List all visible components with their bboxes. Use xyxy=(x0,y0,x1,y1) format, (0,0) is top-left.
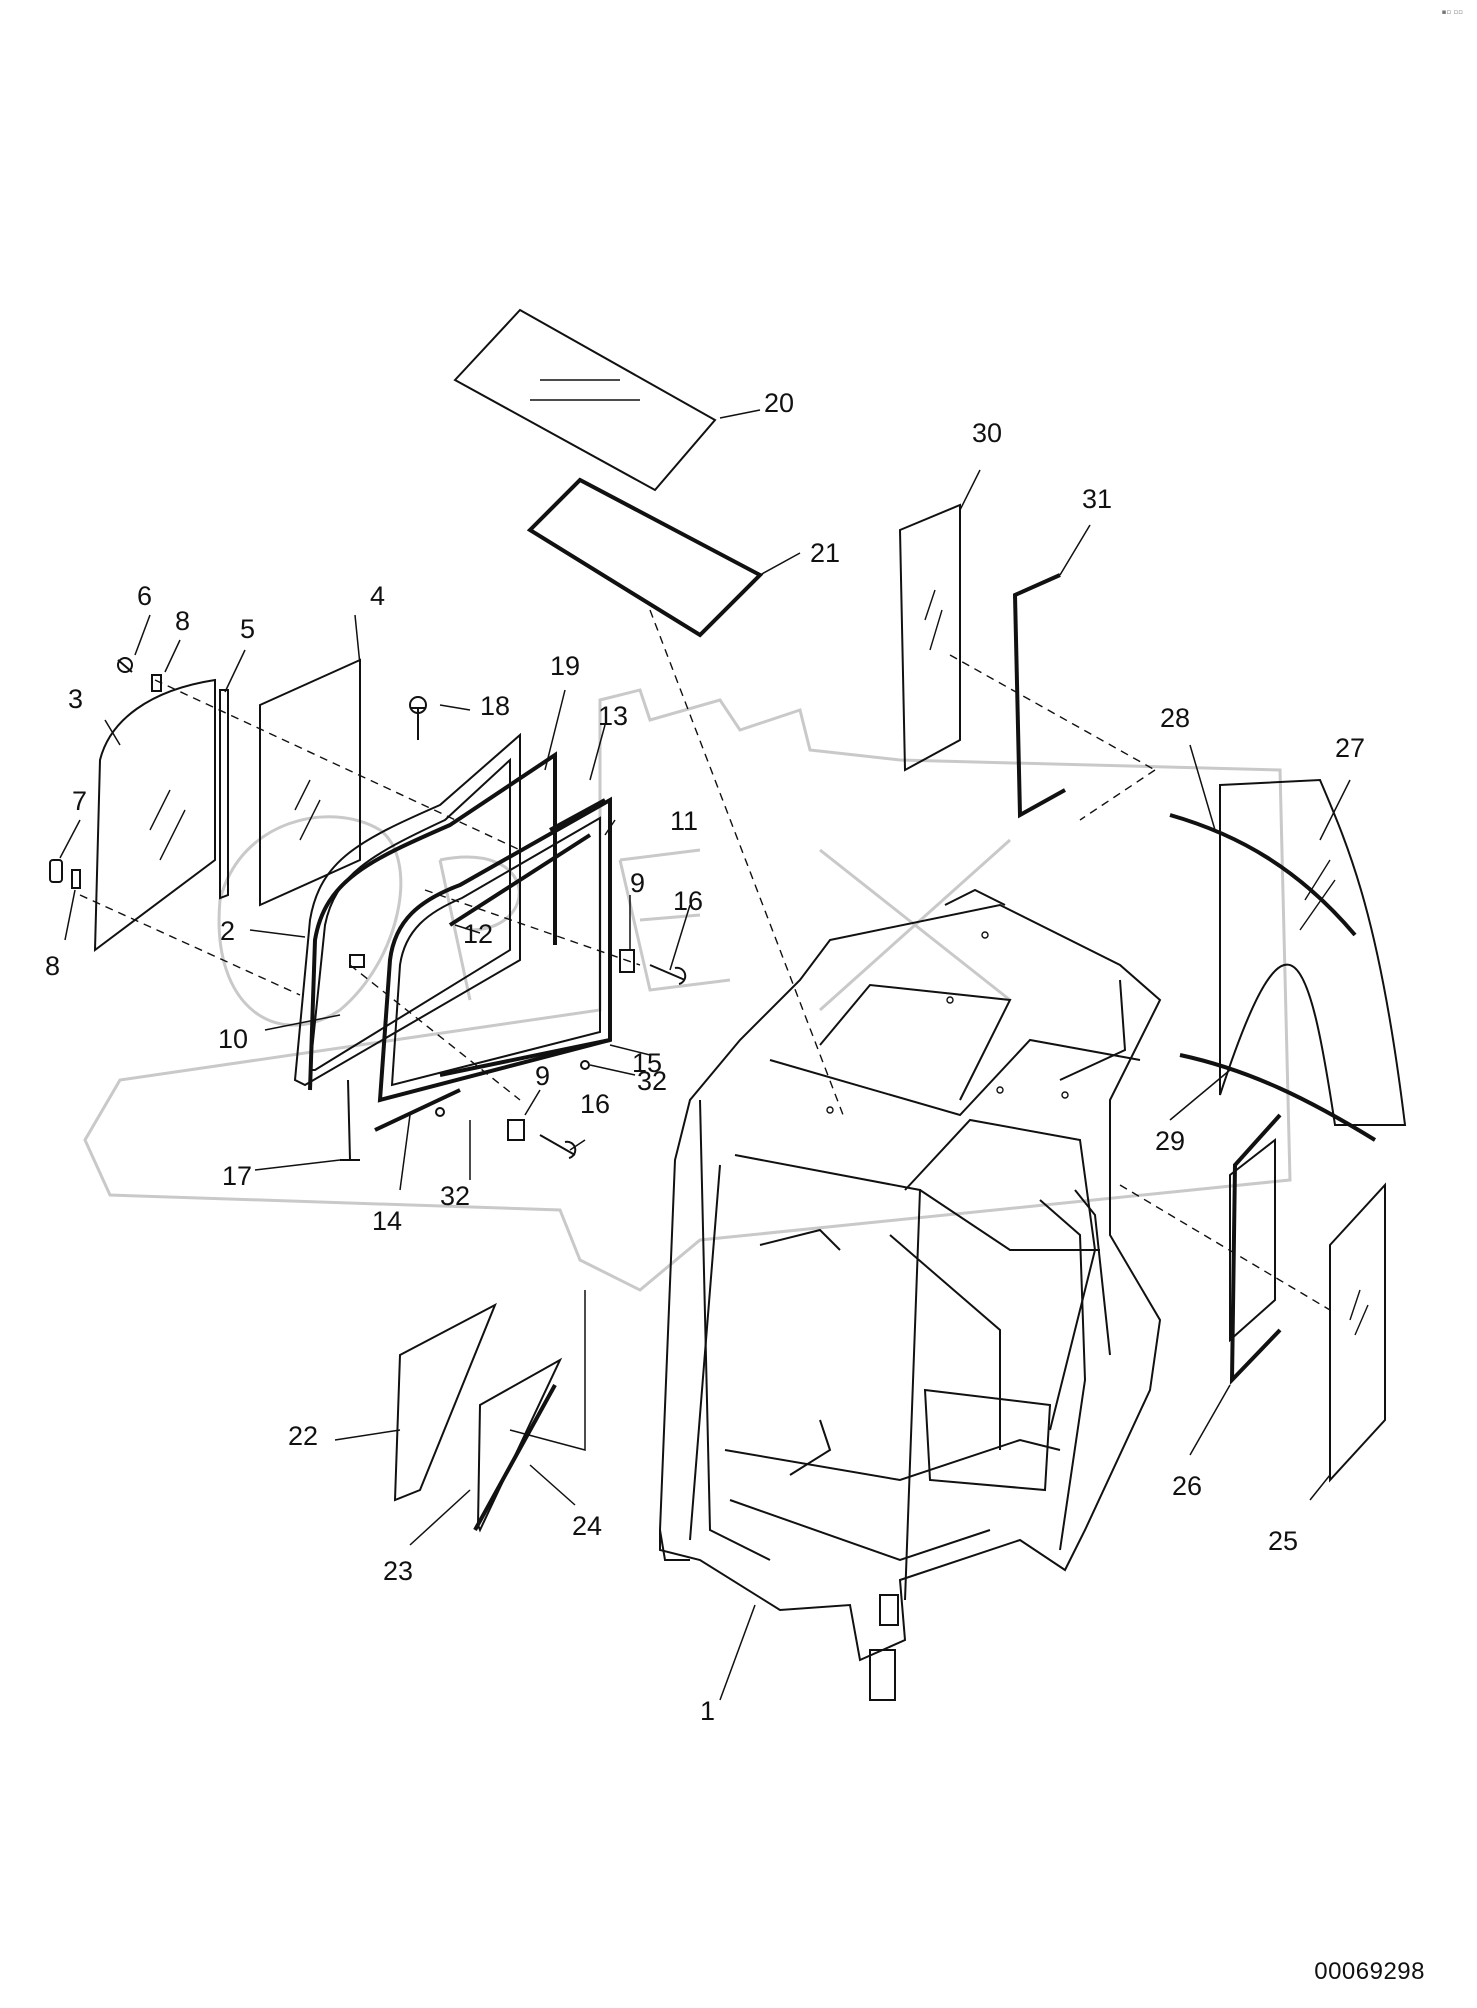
diagram-reference-code: 00069298 xyxy=(1314,1958,1425,1985)
part-2-door-frame xyxy=(293,732,521,1087)
part-28-seal xyxy=(1169,813,1357,937)
callout-8-upper: 8 xyxy=(175,606,190,636)
callout-31: 31 xyxy=(1082,484,1112,514)
callout-9-lower: 9 xyxy=(535,1061,550,1091)
callout-26: 26 xyxy=(1172,1471,1202,1501)
part-5-strip xyxy=(219,689,229,900)
part-24-seal xyxy=(473,1384,557,1531)
part-30-glass xyxy=(898,503,961,772)
callout-16-lower: 16 xyxy=(580,1089,610,1119)
part-19-seal xyxy=(308,751,557,1091)
part-12-strip xyxy=(448,833,592,927)
part-20-roof-sheet xyxy=(453,308,717,492)
corner-mark: ▪▫ ▫▫ xyxy=(1441,8,1463,16)
callout-24: 24 xyxy=(572,1511,602,1541)
callout-7: 7 xyxy=(72,786,87,816)
callout-11: 11 xyxy=(670,806,698,836)
callout-5: 5 xyxy=(240,614,255,644)
callout-13: 13 xyxy=(598,701,628,731)
callout-1: 1 xyxy=(700,1696,715,1726)
part-17-bolt xyxy=(340,1079,360,1161)
callout-19: 19 xyxy=(550,651,580,681)
part-32-washer-upper xyxy=(580,1060,590,1070)
callout-8-lower: 8 xyxy=(45,951,60,981)
part-15-strip xyxy=(439,1038,611,1077)
callout-16-upper: 16 xyxy=(673,886,703,916)
part-9-block-lower xyxy=(507,1119,525,1141)
part-16-bolt-upper xyxy=(649,964,687,985)
callout-17: 17 xyxy=(222,1161,252,1191)
part-4-glass xyxy=(259,658,361,907)
leader-lines xyxy=(59,409,1351,1701)
part-27-glass xyxy=(1219,778,1407,1126)
part-9-block-upper xyxy=(619,949,635,973)
callout-labels: 1 2 3 4 5 6 7 8 8 9 9 10 11 12 13 14 15 … xyxy=(45,388,1365,1726)
part-8-clip-upper xyxy=(151,674,162,692)
part-13-strip xyxy=(549,798,606,832)
callout-22: 22 xyxy=(288,1421,318,1451)
callout-3: 3 xyxy=(68,684,83,714)
part-8-clip-lower xyxy=(71,869,81,889)
part-29-seal xyxy=(1179,1053,1377,1142)
callout-2: 2 xyxy=(220,916,235,946)
part-7-handle xyxy=(49,859,63,883)
part-32-washer-lower xyxy=(435,1107,445,1117)
callout-27: 27 xyxy=(1335,733,1365,763)
callout-15: 15 xyxy=(632,1048,662,1078)
callout-14: 14 xyxy=(372,1206,402,1236)
callout-6: 6 xyxy=(137,581,152,611)
part-14-strip xyxy=(374,1088,461,1132)
callout-4: 4 xyxy=(370,581,385,611)
callout-29: 29 xyxy=(1155,1126,1185,1156)
part-3-glass xyxy=(93,678,216,953)
callout-9-upper: 9 xyxy=(630,868,645,898)
callout-20: 20 xyxy=(764,388,794,418)
part-1-cab-frame xyxy=(659,888,1162,1701)
callout-21: 21 xyxy=(810,538,840,568)
part-26-glass xyxy=(1229,1137,1276,1343)
part-16-bolt-lower xyxy=(539,1134,577,1159)
callout-30: 30 xyxy=(972,418,1002,448)
part-23-glass xyxy=(476,1357,563,1533)
callout-12: 12 xyxy=(463,919,493,949)
callout-10: 10 xyxy=(218,1024,248,1054)
part-6-latch xyxy=(117,657,133,673)
part-31-seal xyxy=(1012,573,1066,819)
callout-32-lower: 32 xyxy=(440,1181,470,1211)
part-22-glass xyxy=(393,1302,497,1502)
part-25-glass xyxy=(1329,1182,1386,1483)
callout-32-upper: 32 xyxy=(637,1066,667,1096)
callout-25: 25 xyxy=(1268,1526,1298,1556)
part-21-roof-glass xyxy=(526,477,764,638)
part-10-pad xyxy=(349,954,365,968)
callout-23: 23 xyxy=(383,1556,413,1586)
callout-18: 18 xyxy=(480,691,510,721)
part-18-bolt xyxy=(409,696,427,740)
part-11-frame xyxy=(377,796,612,1103)
callout-28: 28 xyxy=(1160,703,1190,733)
